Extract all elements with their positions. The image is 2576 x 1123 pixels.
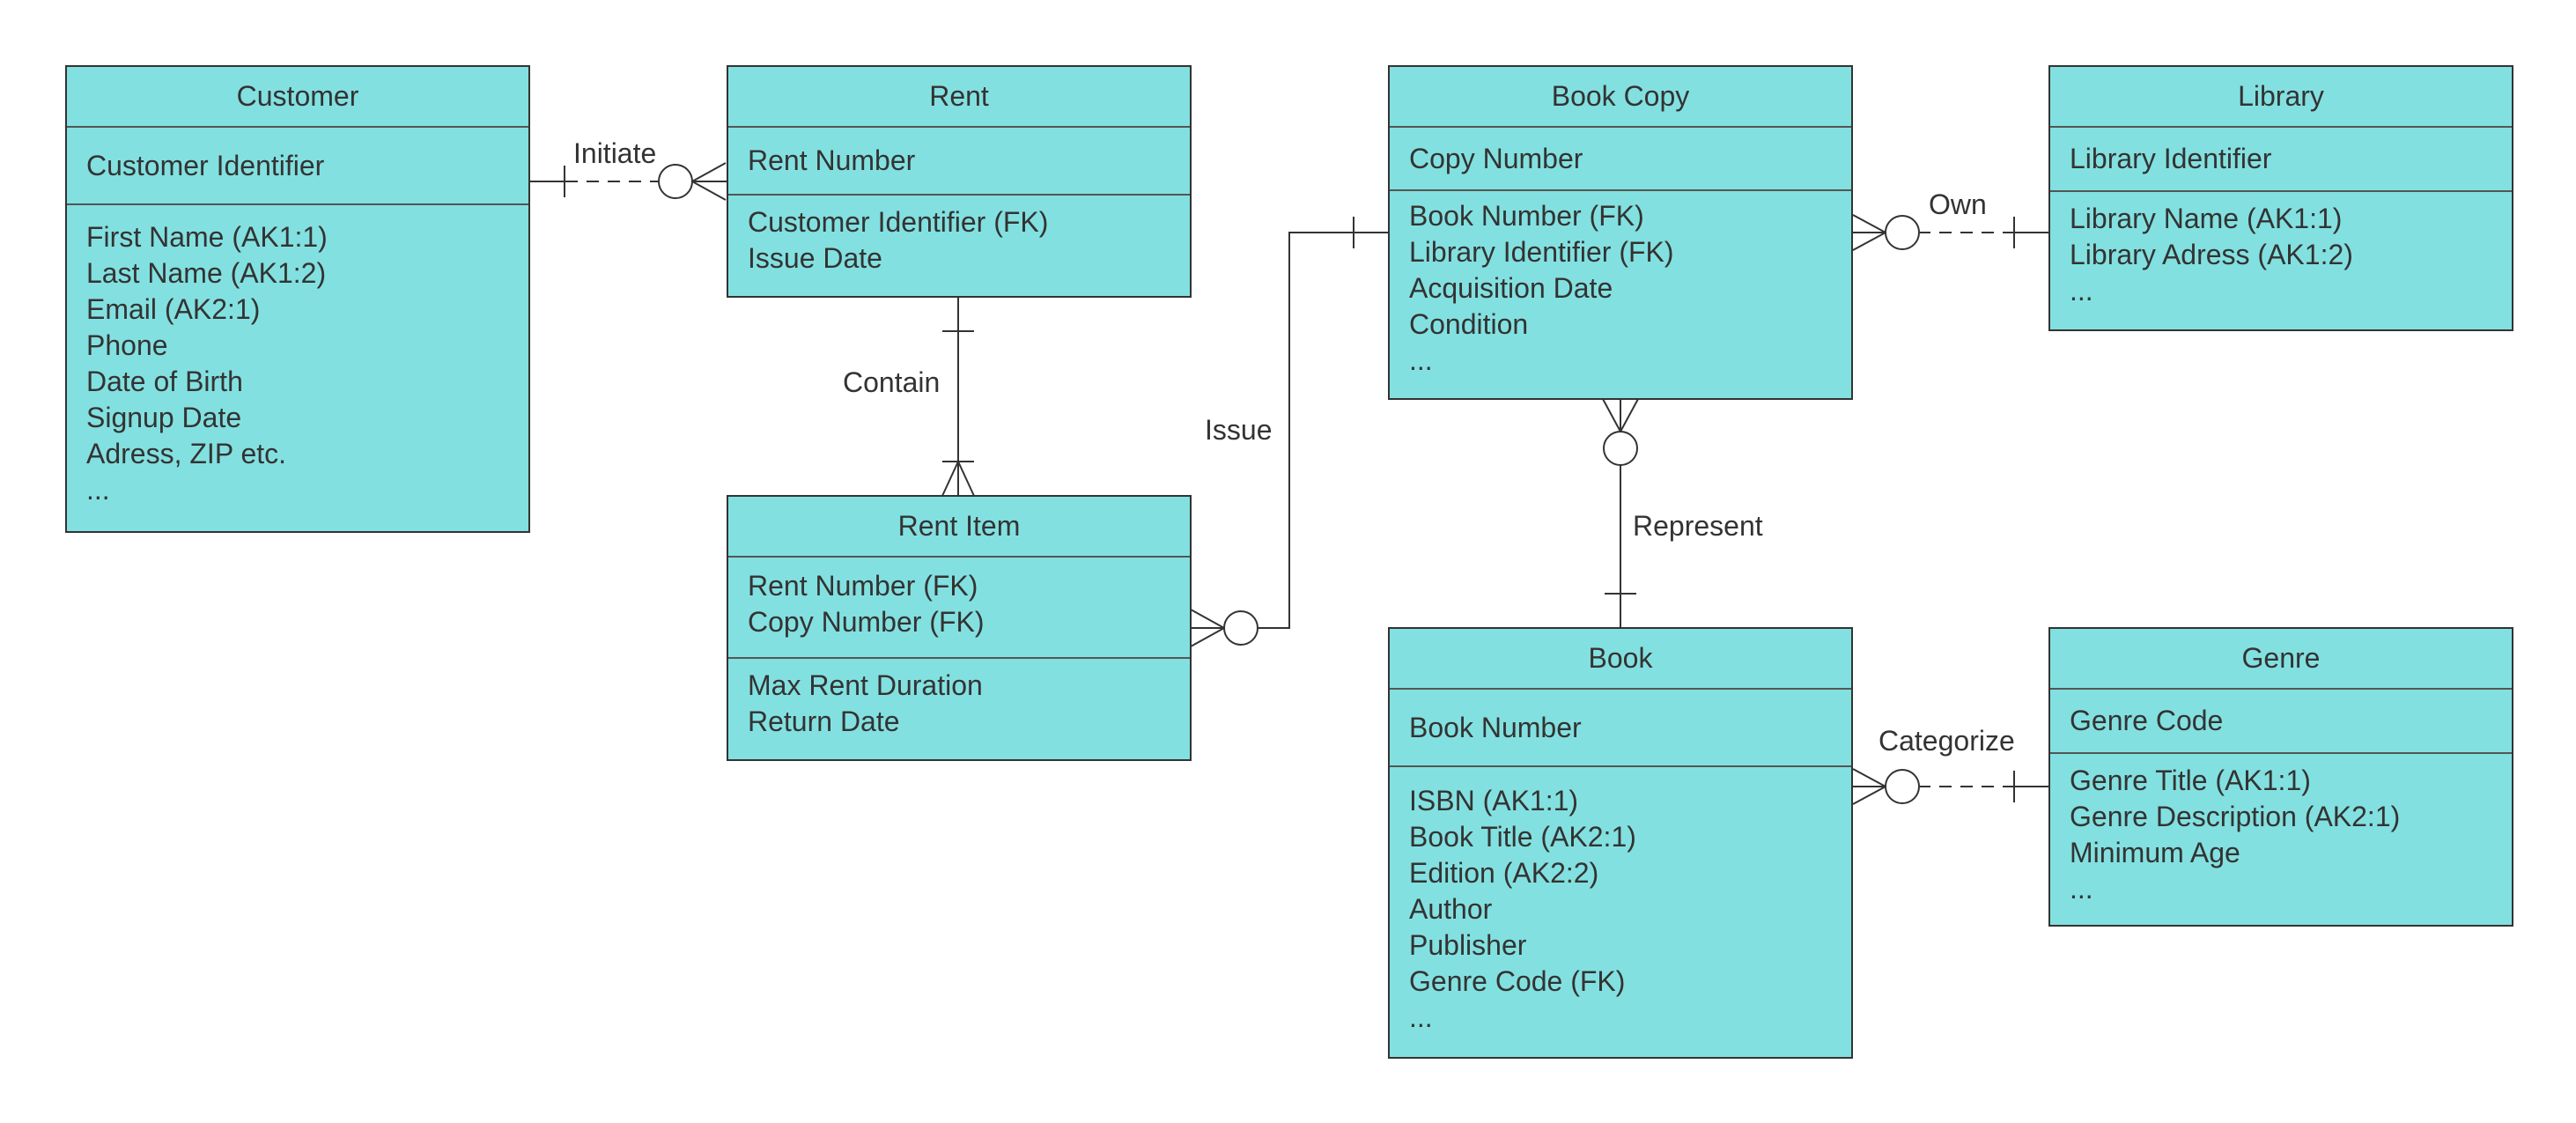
attribute: Genre Description (AK2:1) [2070,801,2401,832]
attribute: Signup Date [86,402,242,433]
attribute: Phone [86,329,168,361]
relationship-label-initiate: Initiate [573,137,657,169]
primary-key: Rent Number [728,128,1190,196]
entity-book[interactable]: Book Book Number ISBN (AK1:1) Book Title… [1388,627,1853,1059]
entity-rent[interactable]: Rent Rent Number Customer Identifier (FK… [727,65,1192,298]
attribute: Publisher [1409,929,1527,961]
attribute: Acquisition Date [1409,272,1613,304]
attribute: Book Title (AK2:1) [1409,821,1636,853]
attribute: Book Number (FK) [1409,200,1644,232]
attribute: ISBN (AK1:1) [1409,785,1579,816]
initiate-connector [529,162,727,201]
represent-connector [1602,398,1639,628]
attribute: Genre Code (FK) [1409,965,1626,997]
entity-title: Book [1390,629,1851,690]
relationship-label-own: Own [1929,188,1987,220]
attribute: Email (AK2:1) [86,293,261,325]
entity-title: Rent [728,67,1190,128]
attribute: Max Rent Duration [748,669,983,701]
relationship-label-contain: Contain [843,366,941,398]
attribute-list: Book Number (FK) Library Identifier (FK)… [1390,191,1851,379]
attribute: ... [86,474,110,506]
relationship-label-issue: Issue [1205,414,1273,446]
own-connector [1852,214,2049,251]
attribute: Customer Identifier (FK) [748,206,1049,238]
key-attribute: Copy Number (FK) [748,606,985,638]
attribute: Return Date [748,706,900,737]
attribute: ... [1409,344,1433,376]
primary-key: Copy Number [1390,128,1851,191]
attribute-list: Library Name (AK1:1) Library Adress (AK1… [2050,192,2512,309]
attribute-list: ISBN (AK1:1) Book Title (AK2:1) Edition … [1390,767,1851,1036]
attribute-list: First Name (AK1:1) Last Name (AK1:2) Ema… [67,205,528,508]
entity-title: Book Copy [1390,67,1851,128]
attribute: Condition [1409,308,1529,340]
entity-title: Rent Item [728,497,1190,558]
attribute: Minimum Age [2070,837,2240,868]
entity-library[interactable]: Library Library Identifier Library Name … [2048,65,2513,331]
attribute: Library Identifier (FK) [1409,236,1674,268]
attribute: Genre Title (AK1:1) [2070,765,2311,796]
entity-customer[interactable]: Customer Customer Identifier First Name … [65,65,530,533]
attribute: ... [2070,873,2093,905]
attribute-list: Customer Identifier (FK) Issue Date [728,196,1190,277]
categorize-connector [1852,768,2049,805]
attribute: Library Name (AK1:1) [2070,203,2343,234]
attribute: Last Name (AK1:2) [86,257,327,289]
key-attribute: Rent Number (FK) [748,570,978,602]
issue-connector [1190,217,1388,647]
contain-connector [941,297,975,497]
relationship-label-represent: Represent [1633,510,1763,542]
entity-title: Library [2050,67,2512,128]
primary-key: Book Number [1390,690,1851,767]
attribute: ... [1409,1001,1433,1033]
entity-title: Customer [67,67,528,128]
entity-rent-item[interactable]: Rent Item Rent Number (FK) Copy Number (… [727,495,1192,761]
entity-book-copy[interactable]: Book Copy Copy Number Book Number (FK) L… [1388,65,1853,400]
attribute-list: Max Rent Duration Return Date [728,659,1190,740]
attribute: Issue Date [748,242,882,274]
attribute: Library Adress (AK1:2) [2070,239,2353,270]
attribute: First Name (AK1:1) [86,221,328,253]
primary-key: Rent Number (FK) Copy Number (FK) [728,558,1190,659]
primary-key: Customer Identifier [67,128,528,205]
entity-genre[interactable]: Genre Genre Code Genre Title (AK1:1) Gen… [2048,627,2513,927]
attribute: ... [2070,275,2093,307]
attribute: Date of Birth [86,366,243,397]
relationship-label-categorize: Categorize [1878,725,2015,757]
attribute-list: Genre Title (AK1:1) Genre Description (A… [2050,754,2512,907]
attribute: Adress, ZIP etc. [86,438,287,469]
primary-key: Genre Code [2050,690,2512,754]
attribute: Author [1409,893,1493,925]
primary-key: Library Identifier [2050,128,2512,192]
attribute: Edition (AK2:2) [1409,857,1599,889]
entity-title: Genre [2050,629,2512,690]
